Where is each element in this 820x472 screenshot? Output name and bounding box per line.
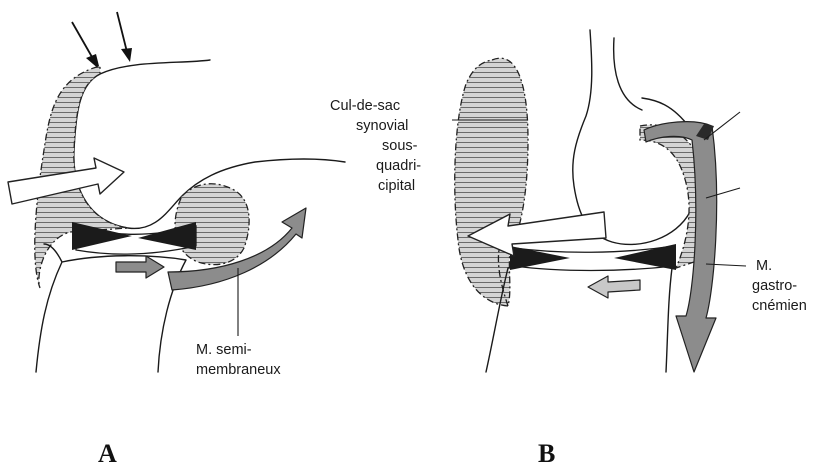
semimembranosus-label-line2: membraneux xyxy=(196,362,281,378)
fluid-arrow-small-b xyxy=(588,276,640,298)
bursa-label-line3: sous- xyxy=(382,138,418,154)
suprapatellar-bursa xyxy=(455,58,528,306)
panel-letter-b: B xyxy=(538,439,555,468)
femur-posterior xyxy=(614,38,642,110)
tibia-outline xyxy=(36,256,186,372)
tibia-outline-b xyxy=(486,263,672,372)
panel-b: Cul-de-sac synovial sous- quadri- cipita… xyxy=(330,30,807,468)
gastrocnemius-label-line3: cnémien xyxy=(752,298,807,314)
gastrocnemius-label-line1: M. xyxy=(756,258,772,274)
bursa-label-line2: synovial xyxy=(356,118,408,134)
bursa-label-line1: Cul-de-sac xyxy=(330,98,400,114)
gastrocnemius-label-line2: gastro- xyxy=(752,278,797,294)
bursa-label-line4: quadri- xyxy=(376,158,421,174)
panel-a: M. semi- membraneux A xyxy=(8,12,345,468)
compression-arrows xyxy=(72,12,132,70)
panel-letter-a: A xyxy=(98,439,117,468)
fluid-arrow-small xyxy=(116,256,164,278)
posterior-recess xyxy=(175,184,249,265)
semimembranosus-label-line1: M. semi- xyxy=(196,342,252,358)
bursa-label-line5: cipital xyxy=(378,178,415,194)
